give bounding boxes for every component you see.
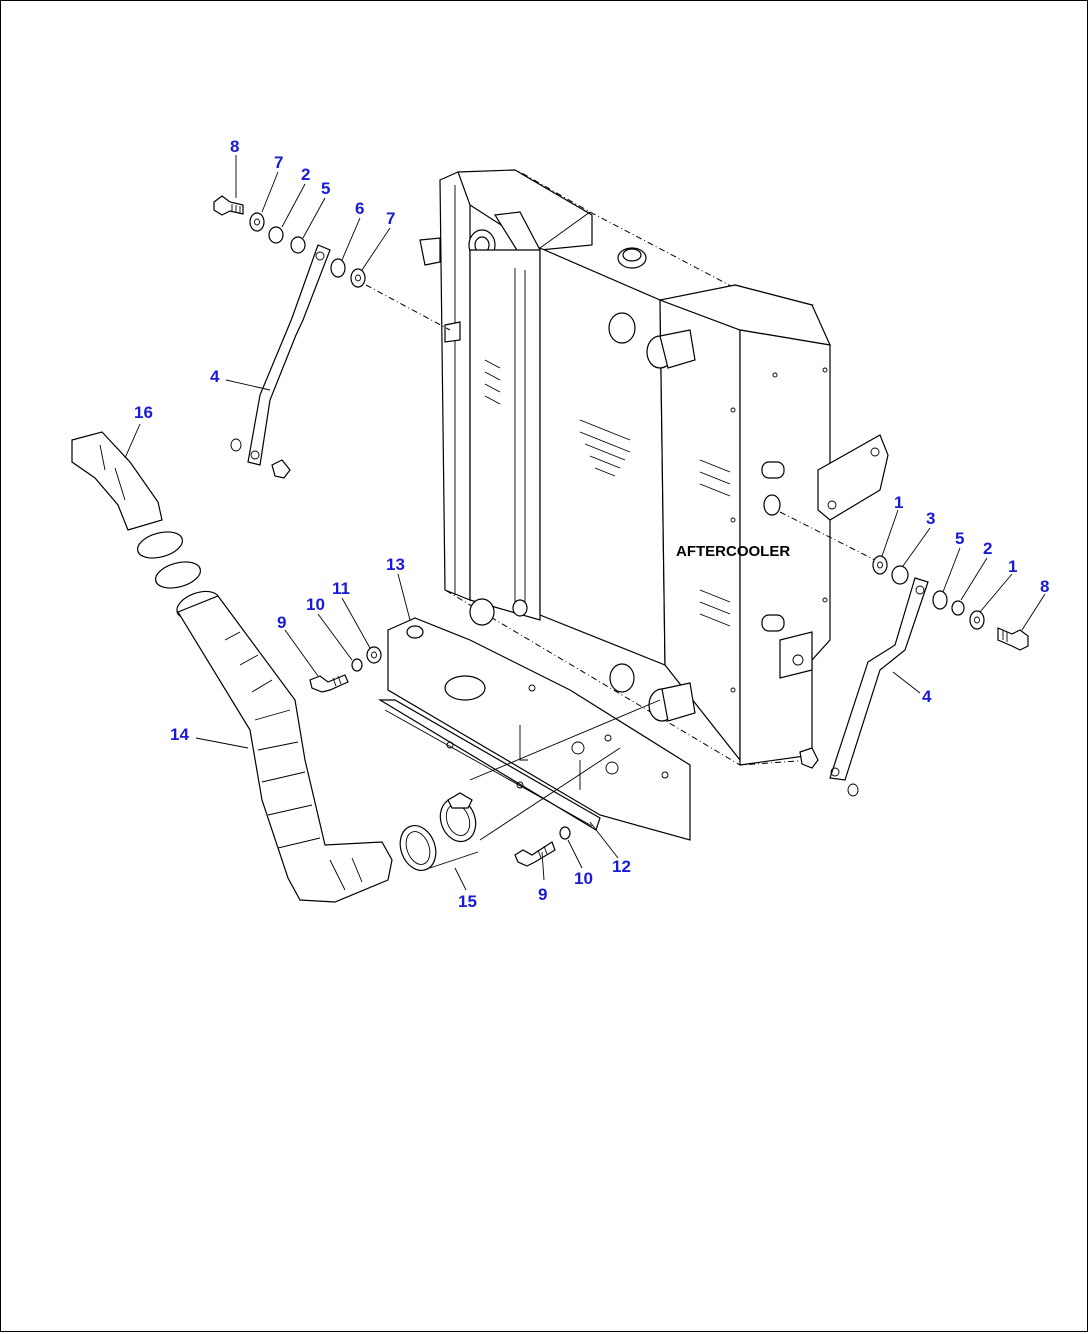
hose-clamps-15: [399, 699, 661, 871]
callout-2-right: 2: [983, 539, 992, 558]
stay-bracket-right: [829, 577, 929, 797]
callout-16: 16: [134, 403, 153, 422]
callout-5-top: 5: [321, 179, 330, 198]
hardware-stack-top: [213, 195, 451, 479]
callout-1-right-second: 1: [1008, 557, 1017, 576]
bolt-set-bottom: [514, 826, 571, 867]
callout-numbers: 8 7 2 5 6 7 4 16 1 3 5 2 1 8 4 13 11 10 …: [134, 137, 1049, 911]
bolt-set-left: [309, 646, 382, 693]
callout-4-left: 4: [210, 367, 220, 386]
callout-5-right: 5: [955, 529, 964, 548]
callout-11: 11: [332, 579, 350, 598]
callout-9-left: 9: [277, 613, 286, 632]
hardware-stack-right: [779, 511, 1029, 769]
callout-8-top: 8: [230, 137, 239, 156]
callout-2-top: 2: [301, 165, 310, 184]
aftercooler-core: [419, 169, 889, 766]
callout-15: 15: [458, 892, 477, 911]
hose-lower-14: [176, 590, 393, 903]
callout-13: 13: [386, 555, 405, 574]
callout-6-top: 6: [355, 199, 364, 218]
callout-9-bottom: 9: [538, 885, 547, 904]
hose-upper-16: [71, 431, 202, 589]
leader-lines: [124, 155, 1046, 891]
callout-10-left: 10: [306, 595, 325, 614]
callout-1-right: 1: [894, 493, 903, 512]
callout-8-right: 8: [1040, 577, 1049, 596]
callout-12: 12: [612, 857, 631, 876]
aftercooler-label: AFTERCOOLER: [676, 543, 790, 560]
callout-7-top: 7: [274, 153, 283, 172]
callout-14: 14: [170, 725, 189, 744]
callout-10-bottom: 10: [574, 869, 593, 888]
callout-7-top-second: 7: [386, 209, 395, 228]
callout-3-right: 3: [926, 509, 935, 528]
callout-4-right: 4: [922, 687, 932, 706]
stay-bracket-left: [230, 244, 331, 466]
